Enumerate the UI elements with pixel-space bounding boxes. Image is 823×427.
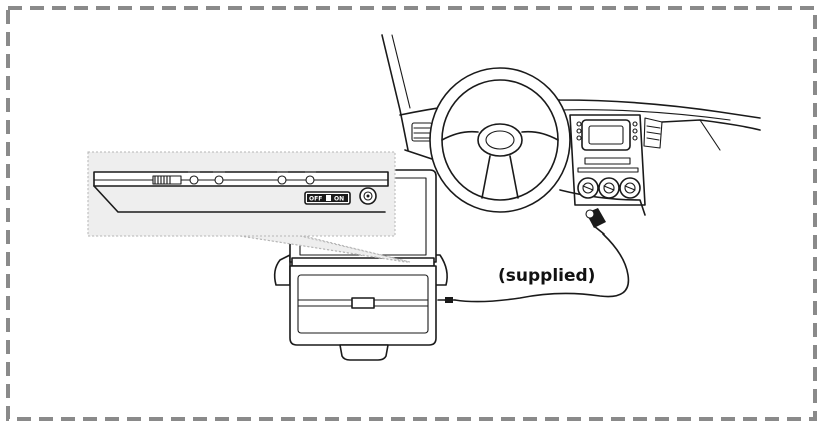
radio-screen xyxy=(581,119,631,151)
volume-slider xyxy=(152,175,182,185)
jack-1 xyxy=(189,175,199,185)
center-console xyxy=(569,114,646,206)
charging-cable xyxy=(437,233,630,303)
windshield-pillar xyxy=(381,34,409,151)
car-dashboard xyxy=(381,34,761,235)
switch-on-label: ON xyxy=(334,196,344,203)
jack-2 xyxy=(214,175,224,185)
switch-off-label: OFF xyxy=(309,196,322,203)
dashed-frame xyxy=(6,6,817,421)
climate-knobs xyxy=(577,177,641,199)
dvd-handle xyxy=(339,344,389,361)
zoom-inset: OFF ON xyxy=(87,151,411,263)
jack-4 xyxy=(305,175,315,185)
jack-3 xyxy=(277,175,287,185)
lighter-socket xyxy=(585,208,606,235)
supplied-cable-label: (supplied) xyxy=(498,266,596,286)
steering-wheel xyxy=(429,67,571,213)
power-switch: OFF ON xyxy=(304,191,351,205)
